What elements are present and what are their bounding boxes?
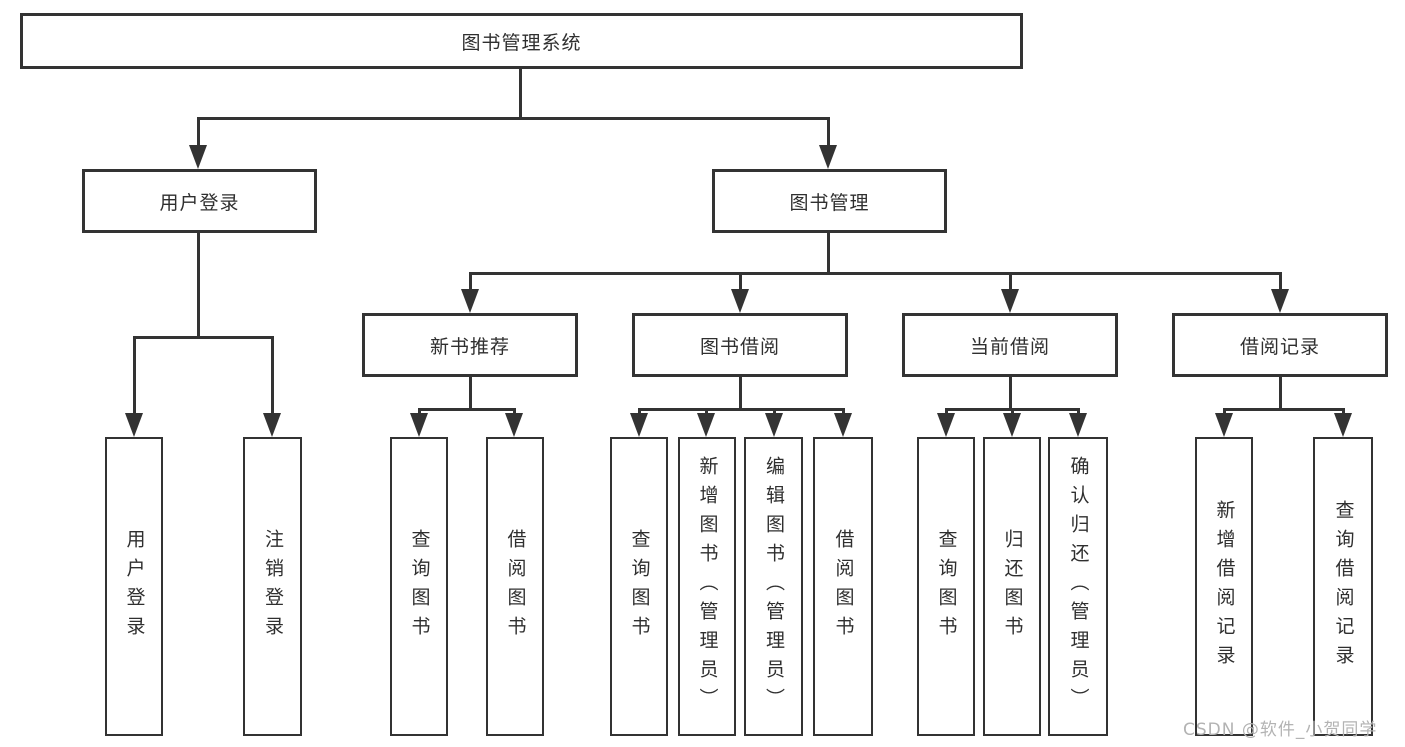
arrowhead: [1215, 413, 1233, 437]
connector-line: [196, 117, 200, 150]
arrowhead: [731, 289, 749, 313]
leaf-confirm-return-admin-label: 确认归还（管理员）: [1067, 456, 1090, 717]
arrowhead: [937, 413, 955, 437]
connector-line: [1278, 377, 1282, 411]
connector-line: [772, 408, 776, 416]
leaf-query-books-borrowing-label: 查询图书: [628, 528, 651, 645]
leaf-borrow-books-recommend-label: 借阅图书: [504, 528, 527, 645]
node-book-management-label: 图书管理: [789, 191, 870, 214]
leaf-return-books-label: 归还图书: [1001, 528, 1024, 645]
arrowhead: [1334, 413, 1352, 437]
leaf-query-borrow-record: 查询借阅记录: [1313, 437, 1373, 736]
connector-line: [468, 377, 472, 411]
connector-line: [132, 336, 274, 339]
leaf-borrow-books-label: 借阅图书: [832, 528, 855, 645]
leaf-query-books-current: 查询图书: [917, 437, 975, 736]
arrowhead: [505, 413, 523, 437]
connector-line: [738, 377, 742, 411]
arrowhead: [819, 145, 837, 169]
arrowhead: [410, 413, 428, 437]
connector-line: [196, 233, 200, 339]
arrowhead: [189, 145, 207, 169]
arrowhead: [697, 413, 715, 437]
leaf-query-books-current-label: 查询图书: [935, 528, 958, 645]
leaf-logout: 注销登录: [243, 437, 302, 736]
leaf-add-books-admin-label: 新增图书（管理员）: [696, 456, 719, 717]
node-library-system: 图书管理系统: [20, 13, 1023, 69]
connector-line: [1278, 272, 1282, 292]
connector-line: [944, 408, 948, 416]
leaf-query-books-recommend: 查询图书: [390, 437, 448, 736]
leaf-edit-books-admin-label: 编辑图书（管理员）: [763, 456, 785, 717]
node-user-login: 用户登录: [82, 169, 317, 233]
connector-line: [704, 408, 708, 416]
csdn-watermark: CSDN @软件_小贺同学: [1183, 720, 1378, 740]
connector-line: [1008, 272, 1012, 292]
arrowhead: [1069, 413, 1087, 437]
connector-line: [132, 336, 136, 416]
node-current-borrowing: 当前借阅: [902, 313, 1118, 377]
leaf-user-login: 用户登录: [105, 437, 163, 736]
leaf-confirm-return-admin: 确认归还（管理员）: [1048, 437, 1108, 736]
connector-line: [512, 408, 516, 416]
connector-line: [1341, 408, 1345, 416]
leaf-add-borrow-record: 新增借阅记录: [1195, 437, 1253, 736]
leaf-query-books-recommend-label: 查询图书: [408, 528, 431, 645]
connector-line: [417, 408, 421, 416]
connector-line: [1008, 377, 1012, 411]
connector-line: [826, 233, 830, 275]
connector-line: [1222, 408, 1226, 416]
leaf-query-books-borrowing: 查询图书: [610, 437, 668, 736]
node-borrowing-records: 借阅记录: [1172, 313, 1388, 377]
connector-line: [841, 408, 845, 416]
arrowhead: [1001, 289, 1019, 313]
leaf-return-books: 归还图书: [983, 437, 1041, 736]
node-book-borrowing-label: 图书借阅: [699, 335, 780, 358]
connector-line: [468, 272, 472, 292]
node-user-login-label: 用户登录: [159, 191, 240, 214]
leaf-add-borrow-record-label: 新增借阅记录: [1213, 499, 1236, 674]
connector-line: [468, 272, 1282, 275]
leaf-user-login-label: 用户登录: [123, 528, 146, 645]
connector-line: [417, 408, 516, 411]
leaf-edit-books-admin: 编辑图书（管理员）: [744, 437, 803, 736]
leaf-borrow-books: 借阅图书: [813, 437, 873, 736]
connector-line: [738, 272, 742, 292]
arrowhead: [834, 413, 852, 437]
connector-line: [1076, 408, 1080, 416]
arrowhead: [630, 413, 648, 437]
connector-line: [637, 408, 845, 411]
arrowhead: [765, 413, 783, 437]
leaf-logout-label: 注销登录: [262, 528, 284, 645]
leaf-query-borrow-record-label: 查询借阅记录: [1332, 499, 1355, 674]
arrowhead: [1003, 413, 1021, 437]
node-current-borrowing-label: 当前借阅: [969, 335, 1050, 358]
leaf-add-books-admin: 新增图书（管理员）: [678, 437, 736, 736]
connector-line: [1010, 408, 1014, 416]
connector-line: [826, 117, 830, 150]
arrowhead: [461, 289, 479, 313]
connector-line: [196, 117, 830, 120]
node-book-borrowing: 图书借阅: [632, 313, 848, 377]
connector-line: [637, 408, 641, 416]
node-new-book-recommend-label: 新书推荐: [429, 335, 510, 358]
node-new-book-recommend: 新书推荐: [362, 313, 578, 377]
arrowhead: [1271, 289, 1289, 313]
connector-line: [518, 69, 522, 119]
arrowhead: [263, 413, 281, 437]
connector-line: [1222, 408, 1345, 411]
connector-line: [270, 336, 274, 416]
node-borrowing-records-label: 借阅记录: [1239, 335, 1320, 358]
node-library-system-label: 图书管理系统: [461, 31, 582, 54]
arrowhead: [125, 413, 143, 437]
node-book-management: 图书管理: [712, 169, 947, 233]
leaf-borrow-books-recommend: 借阅图书: [486, 437, 544, 736]
